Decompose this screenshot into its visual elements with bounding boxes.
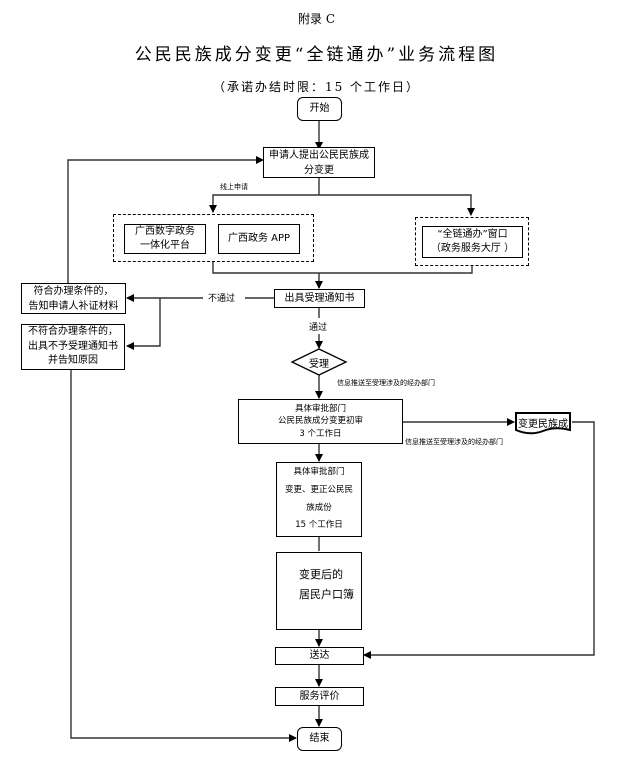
accept-diamond-shape xyxy=(290,348,348,376)
service-window-line-1: “全链通办”窗口 xyxy=(437,228,508,240)
final-review-node: 具体审批部门 变更、更正公民民 族成份 15 个工作日 xyxy=(276,462,362,537)
apply-line-2: 分变更 xyxy=(304,164,334,176)
end-label: 结束 xyxy=(309,733,330,745)
supplement-line-1: 符合办理条件的， xyxy=(33,285,114,297)
page-title: 公民民族成分变更“全链通办”业务流程图 xyxy=(134,45,499,65)
edge-fail-reject xyxy=(126,298,161,350)
supplement-line-2: 告知申请人补证材料 xyxy=(28,300,119,312)
household-register-node: 变更后的 居民户口簿 xyxy=(276,552,362,630)
fail-label: 不通过 xyxy=(208,291,236,304)
edge-supplement-apply xyxy=(67,156,264,283)
change-ethnicity-doc: 变更民族成 xyxy=(518,419,568,430)
initial-review-line-2: 公民民族成分变更初审 xyxy=(277,416,363,427)
offline-channel-group xyxy=(415,217,529,266)
end-node: 结束 xyxy=(297,727,342,751)
delivery-label: 送达 xyxy=(309,650,330,662)
household-line-2: 居民户口簿 xyxy=(299,587,354,601)
service-window-line-2: （政务服务大厅 ） xyxy=(430,243,515,254)
reject-line-3: 并告知原因 xyxy=(48,355,98,367)
reject-line-2: 出具不予受理通知书 xyxy=(28,340,118,352)
gx-app-label: 广西政务 APP xyxy=(227,233,291,245)
edge-apply-online xyxy=(209,194,319,213)
initial-review-line-1: 具体审批部门 xyxy=(294,404,346,415)
edge-online-merge xyxy=(212,262,319,274)
gx-platform-line-1: 广西数字政务 xyxy=(135,225,195,237)
evaluation-node: 服务评价 xyxy=(275,687,364,706)
start-node: 开始 xyxy=(297,97,342,121)
edge-window-merge xyxy=(319,266,473,274)
apply-node: 申请人提出公民民族成 分变更 xyxy=(263,147,375,178)
apply-line-1: 申请人提出公民民族成 xyxy=(269,149,369,161)
gx-app-node: 广西政务 APP xyxy=(218,224,300,254)
appendix-label: 附录 C xyxy=(298,12,335,26)
final-review-line-2: 变更、更正公民民 xyxy=(284,484,353,495)
issue-notice-label: 出具受理通知书 xyxy=(284,292,355,304)
issue-notice-node: 出具受理通知书 xyxy=(274,289,365,308)
edge-reject-end xyxy=(70,370,297,742)
household-line-1: 变更后的 xyxy=(299,568,343,581)
pass-label: 通过 xyxy=(309,320,328,333)
accept-label: 受理 xyxy=(309,359,329,370)
supplement-node: 符合办理条件的， 告知申请人补证材料 xyxy=(21,283,126,314)
evaluation-label: 服务评价 xyxy=(299,690,340,702)
service-window-node: “全链通办”窗口 （政务服务大厅 ） xyxy=(422,226,523,258)
reject-line-1: 不符合办理条件的， xyxy=(28,326,118,338)
online-channel-group xyxy=(113,214,314,262)
initial-review-node: 具体审批部门 公民民族成分变更初审 3 个工作日 xyxy=(238,399,403,444)
gx-platform-line-2: 一体化平台 xyxy=(140,240,190,251)
edge-changedoc-delivery xyxy=(363,421,595,659)
final-review-line-4: 15 个工作日 xyxy=(295,520,343,531)
push-info-label-1: 信息推送至受理涉及的经办部门 xyxy=(337,379,435,387)
initial-review-line-3: 3 个工作日 xyxy=(299,428,342,439)
time-limit-subtitle: （承诺办结时限：15 个工作日） xyxy=(212,80,421,94)
final-review-line-1: 具体审批部门 xyxy=(293,466,345,477)
reject-node: 不符合办理条件的， 出具不予受理通知书 并告知原因 xyxy=(21,324,125,370)
online-apply-label: 线上申请 xyxy=(220,183,248,191)
gx-platform-node: 广西数字政务 一体化平台 xyxy=(124,224,206,254)
edge-apply-window xyxy=(319,194,475,216)
final-review-line-3: 族成份 xyxy=(306,502,332,513)
start-label: 开始 xyxy=(309,103,330,115)
delivery-node: 送达 xyxy=(275,647,364,665)
push-info-label-2: 信息推送至受理涉及的经办部门 xyxy=(405,438,503,446)
change-doc-shape xyxy=(515,412,571,435)
